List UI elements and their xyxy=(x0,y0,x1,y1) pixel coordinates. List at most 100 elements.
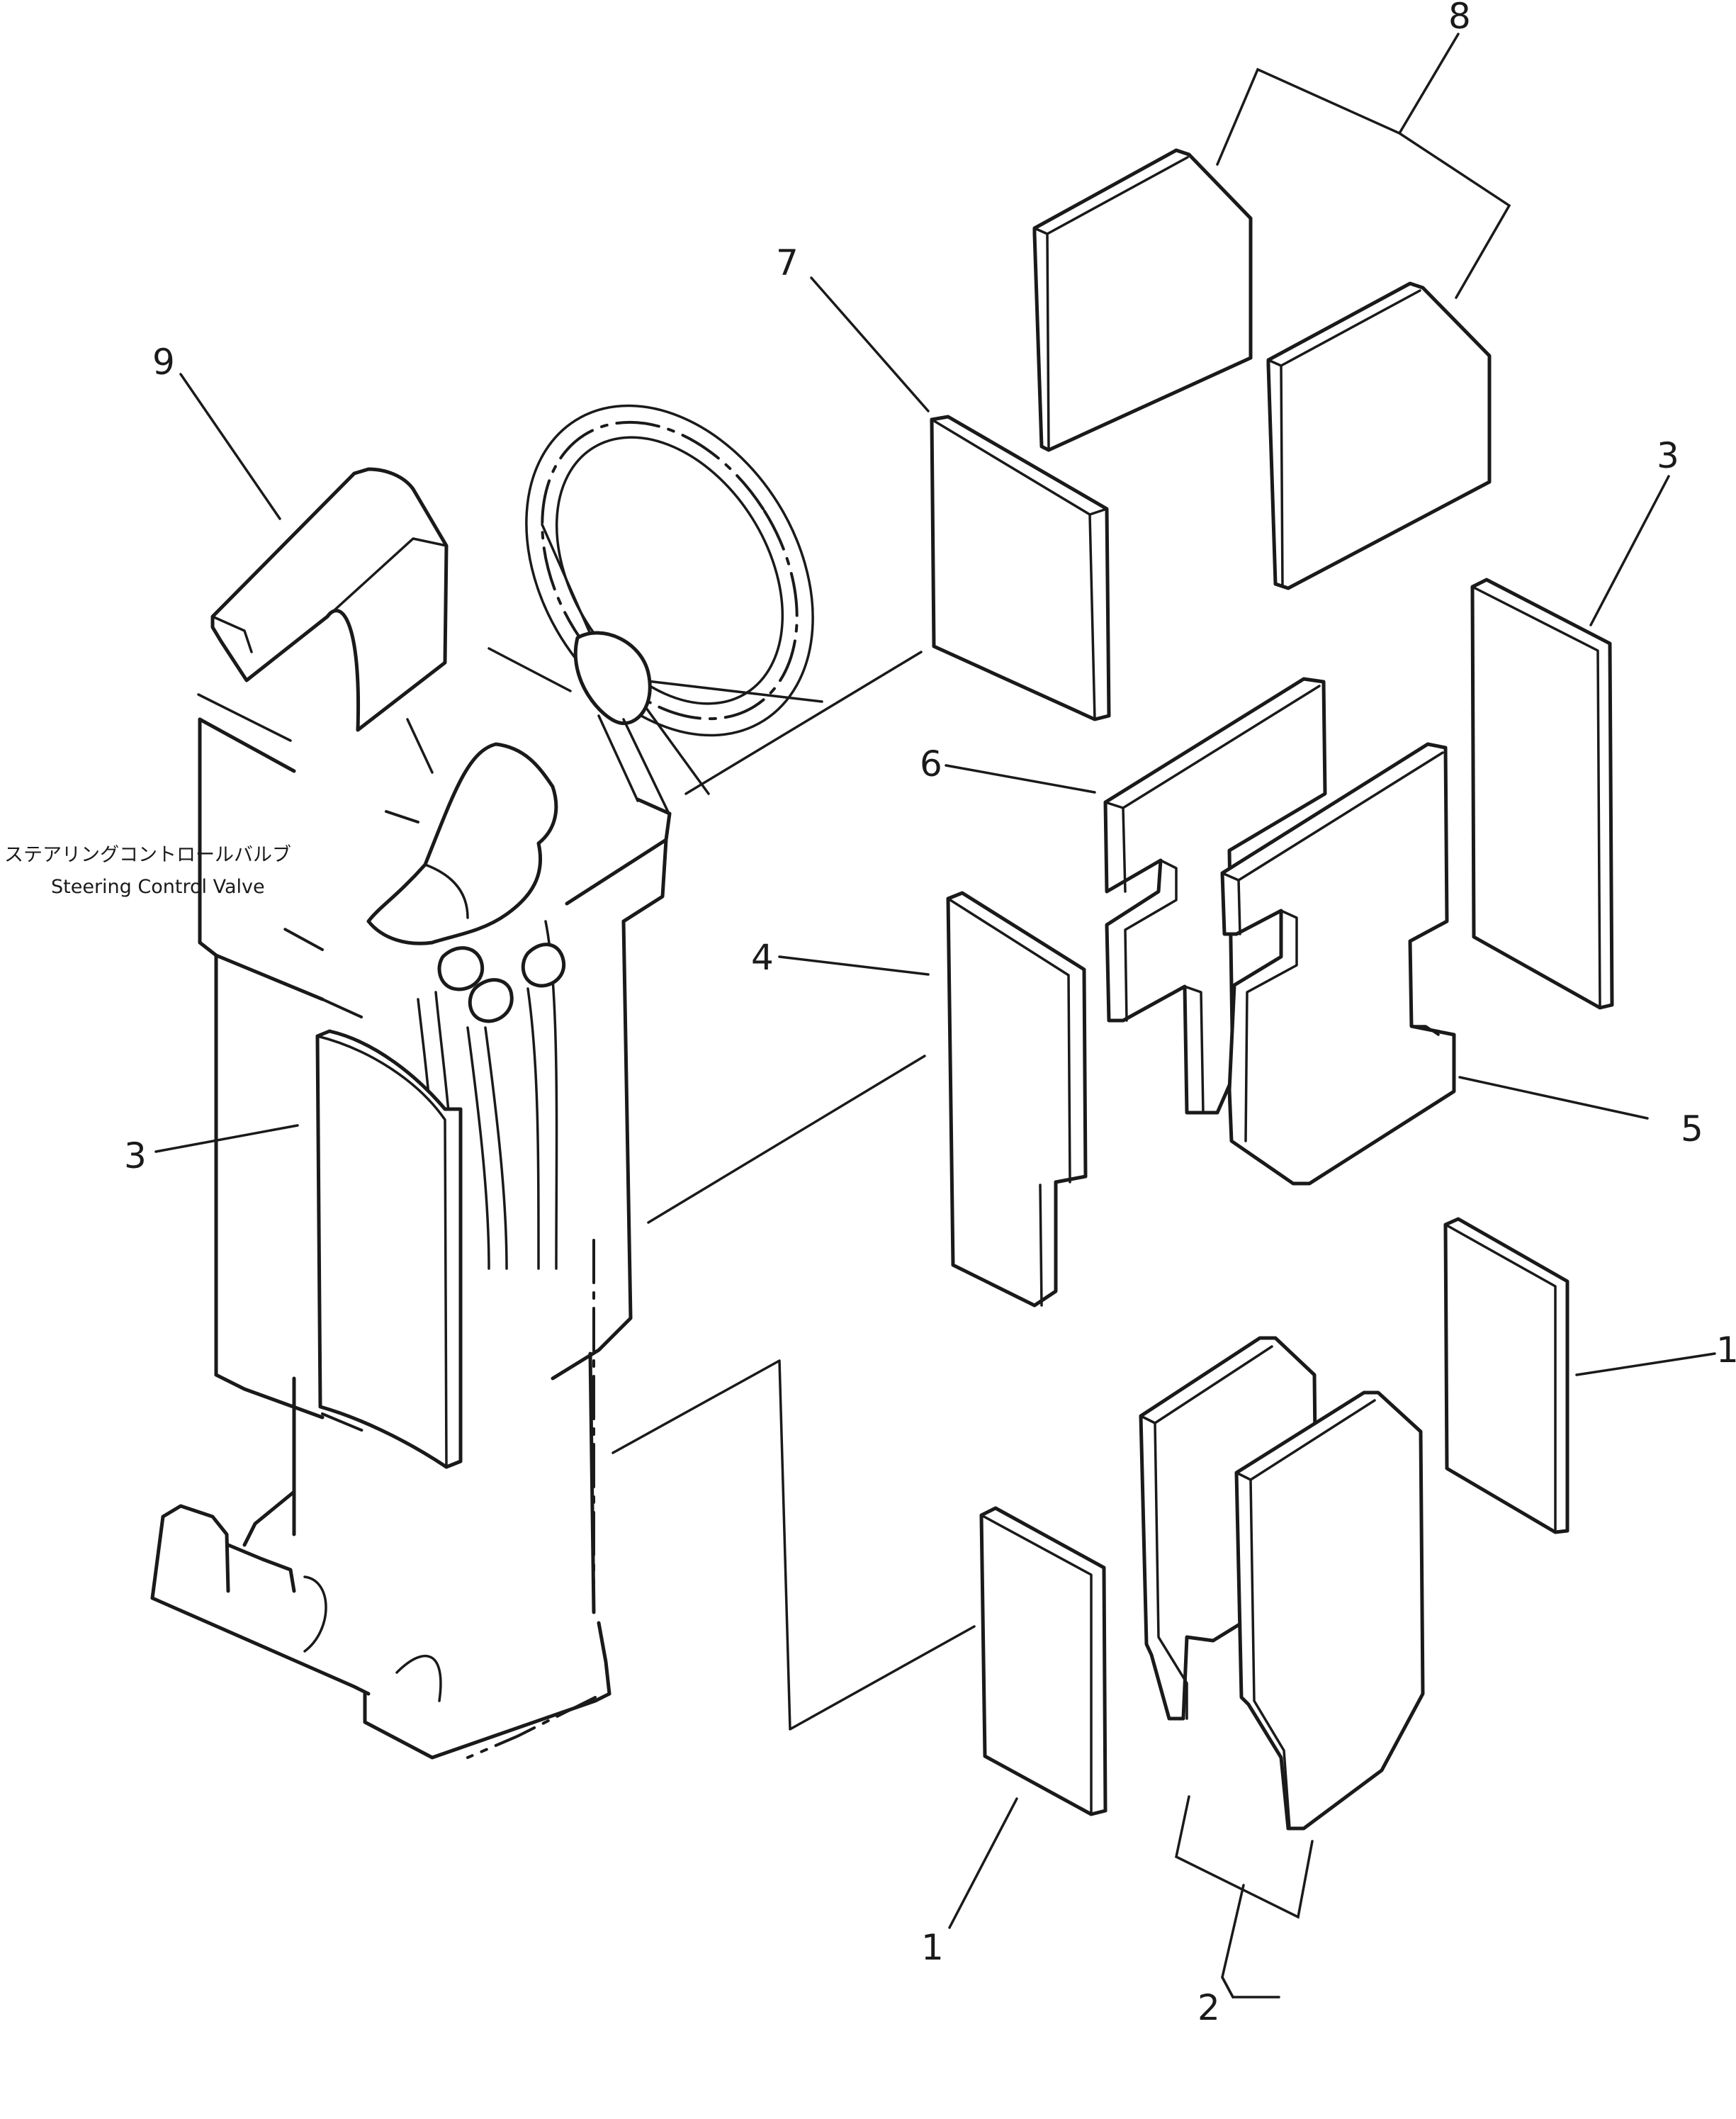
valve-body xyxy=(366,742,558,945)
assembly-line-4 xyxy=(647,1055,926,1224)
part-2b-face xyxy=(1234,1390,1425,1831)
column-right-face xyxy=(551,919,633,1381)
part-3-panel-left xyxy=(315,1029,463,1469)
chain-base xyxy=(466,1696,597,1759)
annotation-english: Steering Control Valve xyxy=(51,876,265,898)
part-5-thickness-c xyxy=(1410,1025,1440,1036)
part-4-thickness xyxy=(947,897,1071,1184)
assembly-line-1 xyxy=(611,1359,976,1731)
leader-6 xyxy=(945,764,1096,794)
part-6-panel xyxy=(1103,677,1327,1115)
callouts: 8 7 9 3 6 4 5 3 1 1 2 xyxy=(124,0,1736,2028)
console-top-left xyxy=(198,717,296,773)
callout-3-left: 3 xyxy=(124,1135,147,1176)
part-9-outline xyxy=(210,467,449,732)
hose-fitting-2 xyxy=(468,978,514,1023)
part-9-fold xyxy=(326,537,448,618)
chain-valve-3 xyxy=(321,998,363,1018)
part-5-panel xyxy=(1220,742,1456,1186)
steering-valve-annotation: ステアリングコントロールバルブ Steering Control Valve xyxy=(4,844,291,898)
wheel-hub xyxy=(573,631,652,726)
part-2a-top-edge xyxy=(1154,1345,1273,1424)
leader-8 xyxy=(1398,33,1460,135)
wheel-spoke-2 xyxy=(640,679,823,703)
leader-5 xyxy=(1458,1076,1649,1120)
hose-2a xyxy=(466,1026,490,1270)
wheel-rim-center xyxy=(541,420,799,721)
hose-fitting-1 xyxy=(437,946,485,991)
assembly-line-9 xyxy=(487,647,572,692)
leader-3-left xyxy=(154,1124,299,1153)
part-3l-face xyxy=(315,1029,463,1469)
assembly-line-console xyxy=(197,693,292,742)
part-3r-face xyxy=(1470,578,1614,1010)
part-4-panel xyxy=(946,891,1088,1308)
part-8a-face xyxy=(1032,148,1253,452)
part-9-cover xyxy=(210,467,449,732)
part-1b-thickness xyxy=(980,1514,1093,1816)
pedal-link xyxy=(226,1543,296,1593)
callout-8: 8 xyxy=(1448,0,1471,37)
part-6-thickness-b xyxy=(1124,859,1178,1022)
assembly-lines xyxy=(197,647,976,1759)
part-8b-face xyxy=(1266,281,1492,590)
wheel-spoke-1 xyxy=(541,523,597,646)
console-assembly xyxy=(150,717,672,1760)
base-bracket xyxy=(242,1490,296,1547)
callout-1-right: 1 xyxy=(1716,1330,1736,1371)
base-left-edge xyxy=(150,1596,371,1696)
chain-column-bottom xyxy=(321,1412,366,1433)
hose-fitting-3 xyxy=(521,943,566,988)
part-3-panel-right xyxy=(1470,578,1614,1010)
part-2a-face xyxy=(1139,1336,1319,1721)
wheel-rim-outer xyxy=(525,404,814,737)
leader-8-a xyxy=(1216,67,1401,166)
leader-8-b xyxy=(1398,132,1511,299)
part-1b-face xyxy=(979,1506,1107,1816)
assembly-line-9-valve xyxy=(406,718,434,774)
steering-column xyxy=(622,718,671,816)
part-1r-face xyxy=(1443,1217,1569,1534)
part-7-panel xyxy=(930,415,1111,721)
callout-1-bottom: 1 xyxy=(921,1927,944,1968)
part-5-top-edge xyxy=(1237,751,1444,882)
console-left-bottom xyxy=(198,940,325,1001)
hose-2b xyxy=(484,1026,508,1270)
leader-1-bottom xyxy=(948,1797,1018,1929)
part-4-step xyxy=(1039,1184,1043,1307)
part-2b-top-edge xyxy=(1249,1399,1376,1481)
chain-valve-1 xyxy=(385,810,419,824)
base-front xyxy=(363,1692,611,1760)
part-8-panel-upper xyxy=(1032,148,1253,452)
part-2b-thickness xyxy=(1235,1471,1291,1830)
wheel-rim-inner xyxy=(555,436,784,705)
callout-2: 2 xyxy=(1197,1987,1220,2028)
part-9-inner-edge xyxy=(211,615,253,653)
pedal-curve-right xyxy=(395,1654,442,1702)
callout-5: 5 xyxy=(1681,1108,1703,1150)
part-5-thickness-b xyxy=(1244,909,1298,1142)
pedal-curve-left xyxy=(303,1575,327,1653)
callout-4: 4 xyxy=(751,937,774,978)
assembly-line-7 xyxy=(684,651,923,795)
valve-seam xyxy=(424,863,469,919)
pedal-left xyxy=(150,1504,230,1600)
part-3l-thickness xyxy=(316,1035,448,1468)
console-corner xyxy=(621,838,668,923)
steering-wheel xyxy=(525,404,823,816)
part-8a-top-edge xyxy=(1046,156,1189,235)
leader-2-bracket xyxy=(1175,1795,1314,1919)
leader-9 xyxy=(179,373,281,520)
base-right-post xyxy=(597,1621,611,1696)
console-top-right xyxy=(565,797,672,906)
hose-3a xyxy=(526,987,540,1270)
part-1r-thickness xyxy=(1444,1223,1557,1534)
chain-valve-2 xyxy=(282,927,324,951)
callout-7: 7 xyxy=(776,242,799,283)
leader-2-join xyxy=(1221,1884,1245,1999)
part-2-panel-front xyxy=(1234,1390,1425,1831)
callout-9: 9 xyxy=(152,342,175,383)
annotation-japanese: ステアリングコントロールバルブ xyxy=(4,844,291,866)
part-4-face xyxy=(946,891,1088,1308)
